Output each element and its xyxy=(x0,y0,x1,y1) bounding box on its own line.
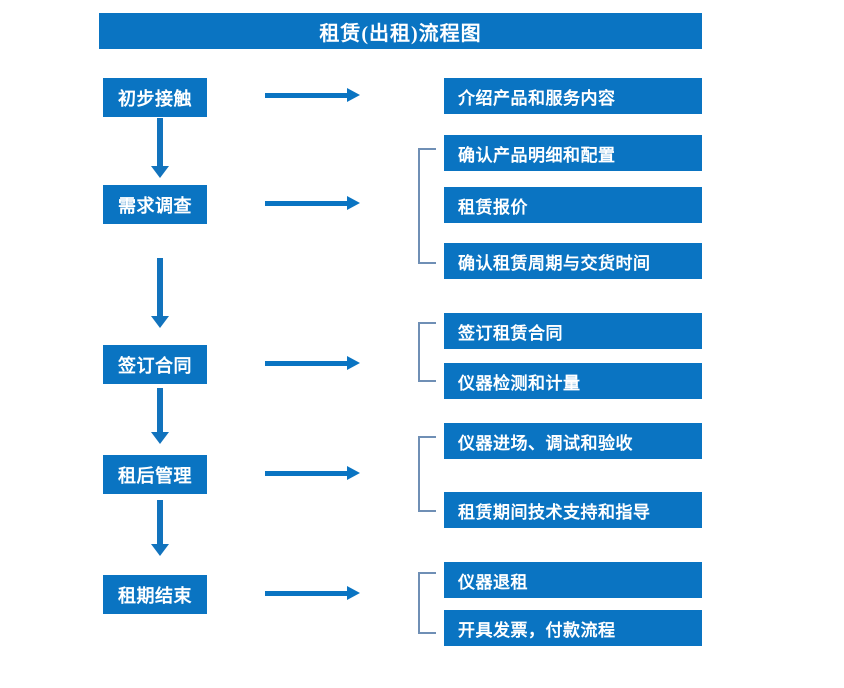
arrow-head xyxy=(347,466,360,480)
bracket-group-aftercare xyxy=(418,436,436,512)
arrow-stage-2-to-details-icon xyxy=(265,196,360,210)
bracket-group-closing xyxy=(418,572,436,634)
arrow-shaft xyxy=(157,118,163,166)
bracket-group-requirements xyxy=(418,148,436,264)
connector-2-to-3-icon xyxy=(148,258,172,328)
arrow-shaft xyxy=(265,201,349,206)
arrow-shaft xyxy=(265,93,349,98)
stage-box-4[interactable]: 租后管理 xyxy=(103,455,207,494)
detail-box-10[interactable]: 开具发票，付款流程 xyxy=(444,610,702,646)
detail-box-6[interactable]: 仪器检测和计量 xyxy=(444,363,702,399)
arrow-shaft xyxy=(157,500,163,544)
stage-box-3[interactable]: 签订合同 xyxy=(103,345,207,384)
connector-1-to-2-icon xyxy=(148,118,172,178)
detail-box-9[interactable]: 仪器退租 xyxy=(444,562,702,598)
arrow-shaft xyxy=(265,361,349,366)
connector-4-to-5-icon xyxy=(148,500,172,556)
arrow-head xyxy=(151,432,169,444)
stage-box-1[interactable]: 初步接触 xyxy=(103,78,207,117)
arrow-shaft xyxy=(265,471,349,476)
arrow-shaft xyxy=(265,591,349,596)
stage-box-5[interactable]: 租期结束 xyxy=(103,575,207,614)
arrow-head xyxy=(347,586,360,600)
detail-box-5[interactable]: 签订租赁合同 xyxy=(444,313,702,349)
arrow-head xyxy=(347,196,360,210)
detail-box-8[interactable]: 租赁期间技术支持和指导 xyxy=(444,492,702,528)
arrow-head xyxy=(151,166,169,178)
arrow-head xyxy=(151,544,169,556)
arrow-stage-5-to-details-icon xyxy=(265,586,360,600)
bracket-group-contract xyxy=(418,322,436,382)
arrow-head xyxy=(347,88,360,102)
arrow-stage-1-to-details-icon xyxy=(265,88,360,102)
arrow-shaft xyxy=(157,258,163,316)
detail-box-4[interactable]: 确认租赁周期与交货时间 xyxy=(444,243,702,279)
connector-3-to-4-icon xyxy=(148,388,172,444)
detail-box-7[interactable]: 仪器进场、调试和验收 xyxy=(444,423,702,459)
detail-box-3[interactable]: 租赁报价 xyxy=(444,187,702,223)
detail-box-2[interactable]: 确认产品明细和配置 xyxy=(444,135,702,171)
arrow-stage-4-to-details-icon xyxy=(265,466,360,480)
stage-box-2[interactable]: 需求调查 xyxy=(103,185,207,224)
detail-box-1[interactable]: 介绍产品和服务内容 xyxy=(444,78,702,114)
arrow-stage-3-to-details-icon xyxy=(265,356,360,370)
page-title: 租赁(出租)流程图 xyxy=(99,13,702,49)
arrow-head xyxy=(151,316,169,328)
arrow-head xyxy=(347,356,360,370)
arrow-shaft xyxy=(157,388,163,432)
